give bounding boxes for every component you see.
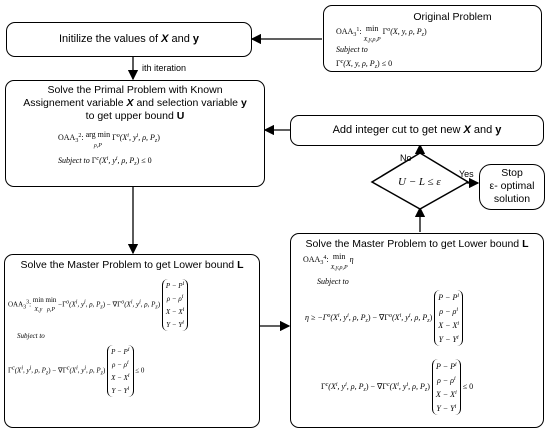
- master-problem-right-box: Solve the Master Problem to get Lower bo…: [290, 233, 544, 428]
- master-left-subject-to: Subject to: [17, 332, 45, 340]
- decision-diamond: [370, 152, 470, 210]
- master-left-title: Solve the Master Problem to get Lower bo…: [20, 259, 244, 271]
- master-right-constraint-1: η ≥ −Γo(Xi, yi, ρ, Pz) − ∇Γo(Xi, yi, ρ, …: [305, 290, 464, 346]
- stop-line1: Stop: [501, 167, 523, 179]
- master-left-constraint: Γc(Xi, yi, ρ, Pz) − ∇Γc(Xi, yi, ρ, Pz) P…: [8, 345, 145, 397]
- integer-cut-box: Add integer cut to get new X and y: [290, 115, 544, 146]
- initialize-text: Initilize the values of X and y: [58, 33, 200, 45]
- primal-line2: Assignement variable X and selection var…: [23, 97, 247, 109]
- iteration-label: ith iteration: [142, 63, 187, 73]
- primal-constraint: Subject to Γc(Xi, yi, ρ, Pz) ≤ 0: [58, 156, 152, 167]
- stop-box: Stop ε- optimal solution: [479, 164, 545, 210]
- master-right-constraint-2: Γc(Xi, yi, ρ, Pz) − ∇Γc(Xi, yi, ρ, Pz) P…: [321, 359, 473, 415]
- original-subject-to: Subject to: [336, 45, 368, 54]
- primal-problem-box: Solve the Primal Problem with Known Assi…: [5, 80, 265, 187]
- integer-cut-text: Add integer cut to get new X and y: [332, 124, 502, 136]
- original-constraint: Γc(X, y, ρ, Pz) ≤ 0: [336, 59, 393, 70]
- yes-label: Yes: [459, 169, 474, 179]
- master-right-title: Solve the Master Problem to get Lower bo…: [305, 238, 529, 250]
- decision-condition: U − L ≤ ε: [398, 176, 441, 188]
- master-right-subject-to: Subject to: [317, 277, 349, 286]
- primal-line1: Solve the Primal Problem with Known: [47, 84, 223, 96]
- stop-line3: solution: [493, 193, 531, 205]
- master-problem-left-box: Solve the Master Problem to get Lower bo…: [4, 254, 260, 428]
- no-label: No: [400, 153, 412, 163]
- original-problem-title: Original Problem: [413, 11, 492, 23]
- primal-line3: to get upper bound U: [85, 110, 185, 122]
- initialize-box: Initilize the values of X and y: [6, 22, 252, 57]
- stop-line2: ε- optimal: [489, 180, 535, 192]
